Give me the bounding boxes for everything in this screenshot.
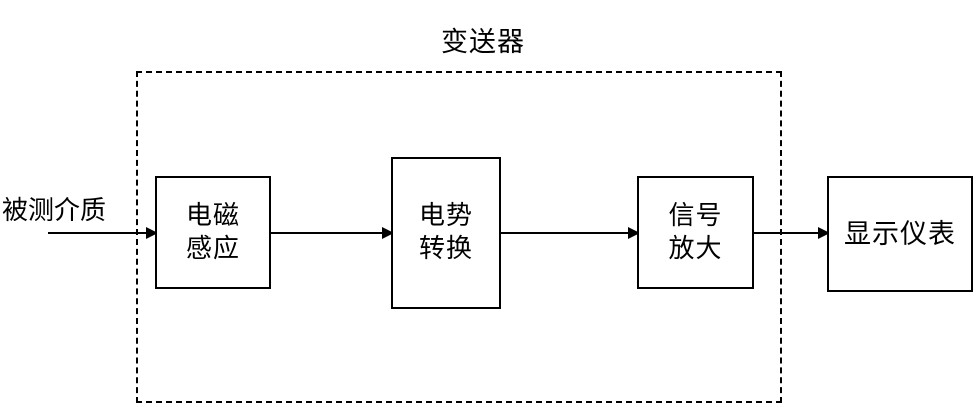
block-electromagnetic-induction-line2: 感应 bbox=[185, 233, 240, 264]
arrow-potential-conversion-to-signal-amplification bbox=[500, 232, 639, 234]
block-potential-conversion[interactable]: 电势 转换 bbox=[391, 157, 501, 309]
block-electromagnetic-induction-line1: 电磁 bbox=[185, 200, 240, 231]
block-signal-amplification-line2: 放大 bbox=[668, 233, 723, 264]
input-label-measured-medium: 被测介质 bbox=[2, 196, 107, 226]
arrow-electromagnetic-induction-to-potential-conversion bbox=[270, 232, 393, 234]
block-electromagnetic-induction[interactable]: 电磁 感应 bbox=[155, 176, 271, 289]
transmitter-enclosure-dashed-border bbox=[136, 71, 782, 403]
arrow-signal-amplification-to-display-instrument bbox=[753, 232, 829, 234]
block-potential-conversion-line2: 转换 bbox=[418, 234, 473, 264]
block-display-instrument-line1: 显示仪表 bbox=[844, 218, 956, 250]
block-potential-conversion-line1: 电势 bbox=[418, 201, 473, 231]
diagram-title: 变送器 bbox=[441, 27, 525, 58]
block-display-instrument[interactable]: 显示仪表 bbox=[827, 176, 973, 292]
arrow-input-to-electromagnetic-induction bbox=[48, 232, 157, 234]
block-signal-amplification-line1: 信号 bbox=[668, 200, 723, 231]
block-signal-amplification[interactable]: 信号 放大 bbox=[637, 176, 754, 289]
